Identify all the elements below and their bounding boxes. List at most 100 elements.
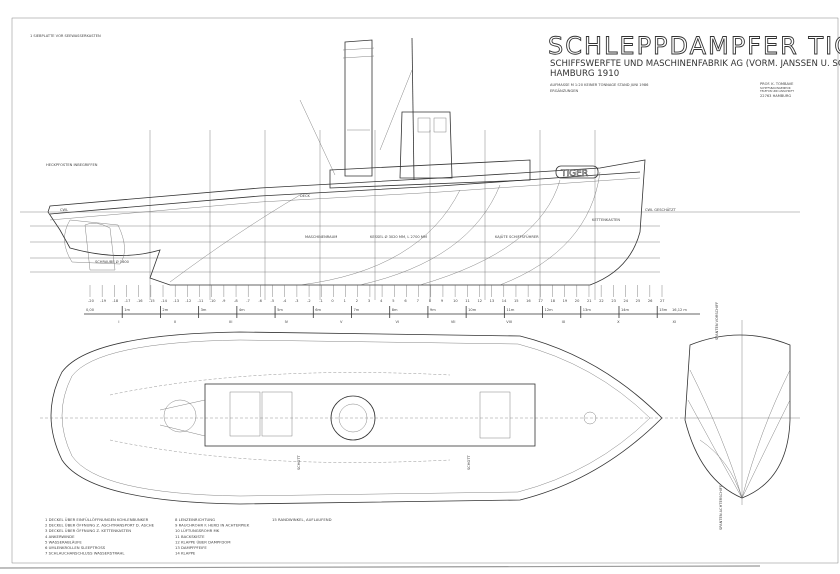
scale-label: 10m	[468, 308, 477, 312]
label-engine-room: MASCHINENRAUM	[305, 235, 337, 239]
legend-item: 12 KLAPPE ÜBER DAMPFDOM	[175, 539, 231, 544]
station-label: VI	[395, 320, 399, 324]
ship-name: TIGER	[560, 169, 588, 179]
legend-item: 8 LENZEINRICHTUNG	[175, 517, 215, 522]
label-cwl: CWL	[60, 208, 68, 212]
legend-item: 13 DAMPFPFEIFE	[175, 545, 207, 550]
frame-number: 15	[514, 299, 519, 303]
stamp-line: TELEFON UND ANSCHRIFT	[760, 89, 794, 93]
legend-item: 15 RANDWINKEL, AUFLAUFEND	[272, 517, 332, 522]
frame-number: -2	[307, 299, 311, 303]
frame-number: -1	[319, 299, 323, 303]
label-body-plan-fore: SPANTEN VORSCHIFF	[715, 302, 719, 340]
frame-number: -20	[88, 299, 95, 303]
frame-number: 7	[417, 299, 419, 303]
scale-label: 8m	[392, 308, 398, 312]
label-stern: HECKPFOSTEN INBEGRIFFEN	[46, 163, 98, 167]
frame-number: -8	[234, 299, 238, 303]
scale-label: 11m	[506, 308, 515, 312]
station-label: III	[229, 320, 232, 324]
frame-number: 17	[538, 299, 543, 303]
scale-label: 7m	[353, 308, 359, 312]
frame-number: 0	[331, 299, 334, 303]
stamp-line: SCHIFFSBAUINGENIEUR	[760, 86, 791, 90]
legend-item: 4 ANKERWINDE	[45, 534, 75, 539]
scale-start: 0,00	[86, 308, 95, 312]
side-grid	[30, 130, 660, 300]
frame-number: 6	[404, 299, 407, 303]
side-elevation: TIGER HECKPFOSTEN INBEGRIFFEN CWL CWL GE…	[20, 37, 800, 300]
frame-number: -18	[112, 299, 119, 303]
deckhouse-plan	[204, 383, 536, 447]
scale-label: 2m	[162, 308, 168, 312]
frame-number: -7	[246, 299, 250, 303]
frame-number: 12	[477, 299, 482, 303]
frame-number: 1	[344, 299, 346, 303]
author-stamp: PROF. K. TOMBAVE SCHIFFSBAUINGENIEUR TEL…	[760, 82, 794, 98]
title-block: SCHLEPPDAMPFER TIGER SCHIFFSWERFTE UND M…	[548, 32, 840, 98]
frame-number: -16	[137, 299, 144, 303]
legend-item: 11 BACKSKISTE	[175, 534, 205, 539]
sheet-border	[11, 17, 839, 564]
builder-name: SCHIFFSWERFTE UND MASCHINENFABRIK AG (VO…	[550, 59, 840, 69]
station-label: VII	[451, 320, 456, 324]
sheet-edge	[0, 565, 761, 569]
frame-number: -3	[295, 299, 299, 303]
frame-number: -13	[173, 299, 179, 303]
station-label: XI	[672, 320, 676, 324]
scale-label: 5m	[277, 308, 283, 312]
frame-number: 14	[502, 299, 507, 303]
frame-number: 20	[575, 299, 580, 303]
place-year: HAMBURG 1910	[550, 69, 619, 79]
scale-label: 14m	[621, 308, 630, 312]
scale-label: 3m	[201, 308, 207, 312]
station-label: IV	[285, 320, 289, 324]
frame-number: 9	[441, 299, 444, 303]
frame-number: 24	[623, 299, 628, 303]
frame-number: 22	[599, 299, 604, 303]
frame-number: 4	[380, 299, 383, 303]
scale-label: 12m	[545, 308, 554, 312]
body-plan-outline	[684, 334, 791, 499]
legend-item: 14 KLAPPE	[175, 551, 196, 556]
propeller	[84, 222, 116, 271]
frame-number: 25	[636, 299, 641, 303]
frame-number: -19	[100, 299, 107, 303]
drawing-title: SCHLEPPDAMPFER TIGER	[548, 32, 840, 60]
frame-number: -5	[271, 299, 275, 303]
frame-number: -17	[125, 299, 131, 303]
scale-end: 16,12 m	[672, 308, 687, 312]
towing-hook-plan	[163, 399, 197, 433]
scale-label: 13m	[583, 308, 592, 312]
frame-number: 23	[611, 299, 616, 303]
scale-label: 1m	[124, 308, 130, 312]
label-cwl-estimated: CWL GESCHÄTZT	[645, 207, 677, 212]
funnel-plan	[330, 395, 376, 441]
frame-number: 21	[587, 299, 592, 303]
station-label: X	[617, 320, 620, 324]
frame-number: 5	[392, 299, 394, 303]
legend-item: 10 LÜFTUNGSROHR MK	[175, 528, 220, 533]
label-body-plan-aft: SPANTEN ACHTERSCHIFF	[719, 485, 723, 530]
legend-item: 2 DECKEL ÜBER ÖFFNUNG Z. ASCHTRANSPORT D…	[45, 523, 155, 528]
frame-number: -15	[149, 299, 155, 303]
frame-number: -12	[185, 299, 191, 303]
rudder	[64, 219, 125, 265]
frame-number: -4	[283, 299, 287, 303]
frame-number: 26	[648, 299, 653, 303]
legend-item: 3 DECKEL ÜBER ÖFFNUNG Z. KETTENKASTEN	[45, 528, 131, 533]
funnel	[344, 39, 373, 177]
station-label: II	[174, 320, 176, 324]
frame-number: -14	[161, 299, 168, 303]
frame-number: 18	[550, 299, 555, 303]
frame-number: 16	[526, 299, 531, 303]
label-boiler: KESSEL Ø 3020 MM, L 2700 MM	[370, 234, 427, 239]
station-label: I	[118, 320, 119, 324]
label-bulkhead: SCHOTT	[297, 455, 301, 470]
body-plan: SPANTEN VORSCHIFF SPANTEN ACHTERSCHIFF	[680, 302, 800, 530]
station-label: IX	[562, 320, 566, 324]
label-propeller: SCHRAUBE Ø 1600	[95, 259, 130, 264]
scale-label: 4m	[239, 308, 245, 312]
station-label: VIII	[506, 320, 512, 324]
